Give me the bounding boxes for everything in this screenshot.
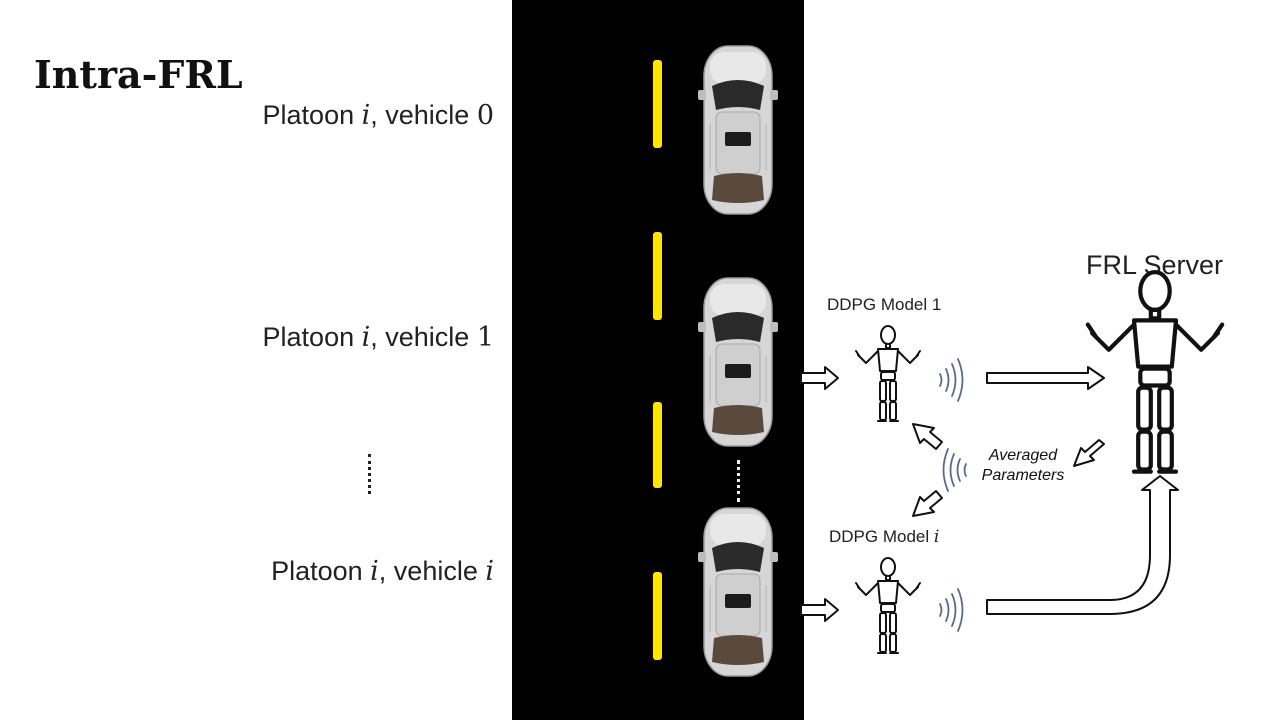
averaged-line-2: Parameters — [981, 467, 1065, 484]
hollow-arrow-icon — [986, 366, 1105, 390]
lane-marking — [653, 232, 662, 320]
vehicle-label-prefix: Platoon — [262, 100, 362, 130]
vehicle-index: i — [485, 556, 494, 587]
platoon-variable: i — [361, 100, 371, 131]
platoon-variable: i — [361, 322, 371, 353]
model-label-1: DDPG Model 1 — [827, 295, 941, 315]
hollow-arrow-icon — [800, 366, 839, 390]
lane-marking — [653, 572, 662, 660]
model-index: 1 — [931, 295, 942, 314]
hollow-arrow-icon — [912, 490, 943, 517]
robot-agent-icon — [855, 557, 921, 654]
model-label-prefix: DDPG Model — [829, 527, 934, 546]
hollow-arrow-icon — [800, 598, 839, 622]
vehicle-label-middle: , vehicle — [370, 100, 477, 130]
ellipsis-dots-left — [368, 454, 371, 494]
model-label-prefix: DDPG Model — [827, 295, 932, 314]
vehicle-index: 0 — [476, 100, 494, 131]
hollow-arrow-icon — [912, 423, 943, 450]
vehicle-label-middle: , vehicle — [378, 556, 486, 586]
lane-marking — [653, 402, 662, 488]
server-robot-icon — [1088, 272, 1222, 472]
lane-marking — [653, 60, 662, 148]
platoon-variable: i — [370, 556, 379, 587]
signal-waves-icon — [939, 358, 964, 402]
vehicle-label-0: Platoon i, vehicle 0 — [263, 100, 494, 131]
vehicle-label-prefix: Platoon — [271, 556, 371, 586]
vehicle-label-middle: , vehicle — [370, 322, 477, 352]
hollow-arrow-icon — [1073, 439, 1105, 467]
hollow-arrow-icon — [986, 475, 1179, 615]
vehicle-label-prefix: Platoon — [262, 322, 362, 352]
vehicle-label-i: Platoon i, vehicle i — [271, 556, 494, 587]
model-index: i — [933, 527, 940, 547]
model-label-i: DDPG Model i — [829, 527, 939, 547]
averaged-parameters-label: Averaged Parameters — [970, 446, 1076, 486]
ellipsis-dots-road — [737, 460, 740, 502]
diagram-title: Intra-FRL — [34, 52, 243, 97]
signal-waves-icon — [939, 588, 964, 632]
robot-agent-icon — [855, 325, 921, 422]
averaged-line-1: Averaged — [988, 447, 1058, 464]
vehicle-label-1: Platoon i, vehicle 1 — [263, 322, 494, 353]
signal-waves-icon — [942, 448, 967, 492]
vehicle-index: 1 — [476, 322, 494, 353]
